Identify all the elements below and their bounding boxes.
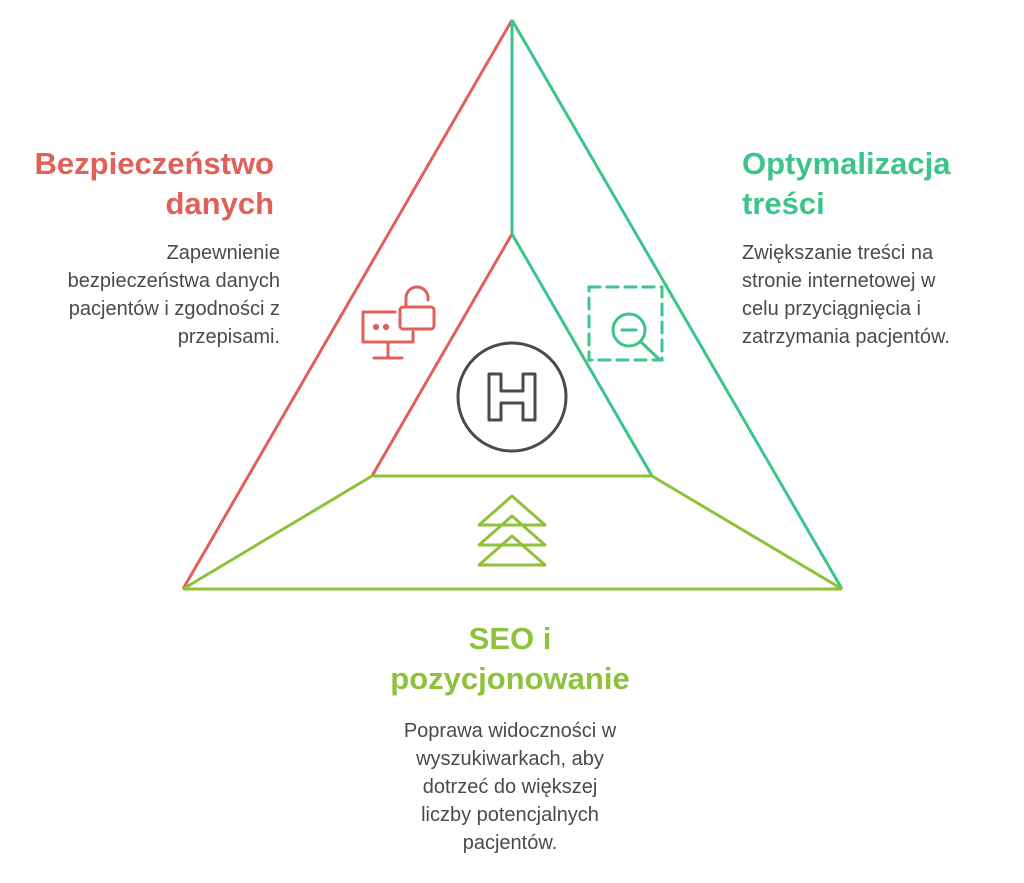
description-line: zatrzymania pacjentów. — [742, 326, 950, 348]
outer-edge-left — [181, 19, 514, 590]
monitor-lock-icon — [361, 285, 436, 360]
triple-chevron-up-icon — [477, 494, 547, 567]
section-description-bottom: Poprawa widoczności w wyszukiwarkach, ab… — [300, 717, 720, 857]
description-line: Zapewnienie — [166, 242, 280, 264]
description-line: liczby potencjalnych — [421, 804, 599, 826]
connector-right — [651, 474, 843, 591]
section-title-right: Optymalizacja treści — [742, 144, 950, 224]
description-line: pacjentów. — [462, 832, 558, 854]
description-line: Zwiększanie treści na — [742, 242, 934, 264]
hospital-h-icon — [456, 341, 568, 453]
description-line: Poprawa widoczności w — [403, 720, 617, 742]
zoom-out-icon — [587, 285, 664, 362]
connector-left — [182, 474, 373, 591]
section-title-bottom: SEO i pozycjonowanie — [300, 619, 720, 699]
inner-edge-left — [370, 233, 514, 477]
outer-edge-right — [510, 19, 844, 590]
title-line: SEO i — [468, 621, 552, 656]
description-line: stronie internetowej w — [742, 270, 936, 292]
title-line: Bezpieczeństwo — [34, 146, 274, 181]
title-line: pozycjonowanie — [390, 661, 630, 696]
description-line: przepisami. — [177, 326, 280, 348]
title-line: danych — [165, 186, 274, 221]
title-line: Optymalizacja — [742, 146, 951, 181]
description-line: bezpieczeństwa danych — [67, 270, 280, 292]
title-line: treści — [742, 186, 825, 221]
description-line: pacjentów i zgodności z — [68, 298, 280, 320]
section-description-right: Zwiększanie treści na stronie internetow… — [742, 239, 950, 351]
section-description-left: Zapewnienie bezpieczeństwa danych pacjen… — [68, 239, 280, 351]
description-line: dotrzeć do większej — [422, 776, 598, 798]
description-line: celu przyciągnięcia i — [742, 298, 921, 320]
description-line: wyszukiwarkach, aby — [416, 748, 604, 770]
inner-edge-right — [510, 233, 654, 477]
section-title-left: Bezpieczeństwo danych — [35, 144, 274, 224]
